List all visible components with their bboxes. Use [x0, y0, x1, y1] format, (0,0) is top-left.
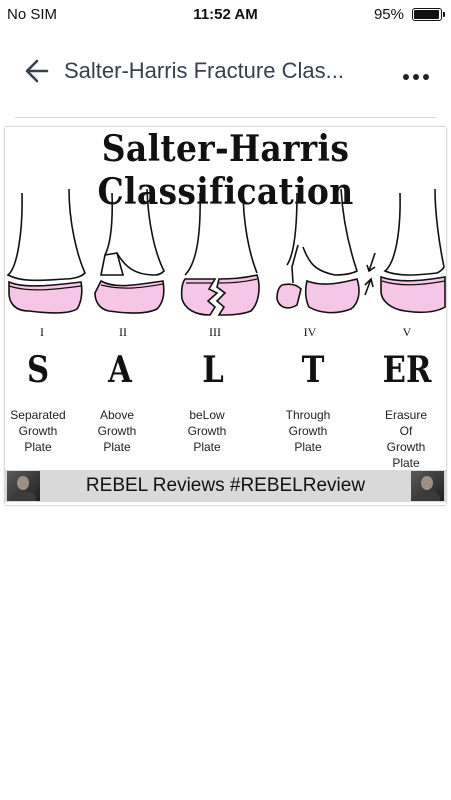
- clock: 11:52 AM: [193, 6, 258, 23]
- type-4-numeral: IV: [303, 325, 317, 339]
- mnemonic-letter-s: S: [26, 349, 50, 391]
- bone-type-4: [276, 188, 360, 314]
- mnemonic-letter-er: ER: [382, 349, 432, 391]
- carrier-label: No SIM: [7, 6, 58, 23]
- type-5-numeral: V: [402, 325, 412, 339]
- type-1-numeral: I: [40, 325, 44, 339]
- status-bar: No SIM 11:52 AM 95%: [0, 0, 451, 32]
- bone-type-2: [94, 188, 165, 314]
- bone-type-1: [6, 188, 86, 314]
- figure-title: Salter-Harris Classification: [97, 127, 354, 213]
- footer-caption: REBEL Reviews #REBELReview: [85, 475, 366, 496]
- page-title: Salter-Harris Fracture Clas...: [64, 58, 344, 83]
- more-options-button[interactable]: [399, 60, 433, 90]
- bone-type-5: [364, 188, 446, 313]
- battery-percentage: 95%: [373, 6, 404, 23]
- author-avatar-right: [411, 471, 444, 501]
- battery-icon: [412, 8, 445, 21]
- bone-type-3: [180, 188, 260, 316]
- bone-diagrams: [6, 188, 446, 316]
- type-3-numeral: III: [209, 325, 221, 339]
- type-2-numeral: II: [119, 325, 127, 339]
- mnemonic-letter-l: L: [202, 349, 224, 391]
- back-button[interactable]: [20, 54, 54, 88]
- mnemonic-letter-a: A: [108, 349, 132, 391]
- navigation-bar: Salter-Harris Fracture Clas...: [0, 40, 451, 108]
- figure-image[interactable]: Salter-Harris Classification: [5, 127, 446, 505]
- header-divider: [15, 117, 436, 118]
- figure-footer: REBEL Reviews #REBELReview: [5, 470, 446, 502]
- mnemonic-letter-t: T: [301, 349, 325, 391]
- back-arrow-icon: [25, 59, 49, 83]
- more-icon: [403, 74, 429, 80]
- author-avatar-left: [7, 471, 40, 501]
